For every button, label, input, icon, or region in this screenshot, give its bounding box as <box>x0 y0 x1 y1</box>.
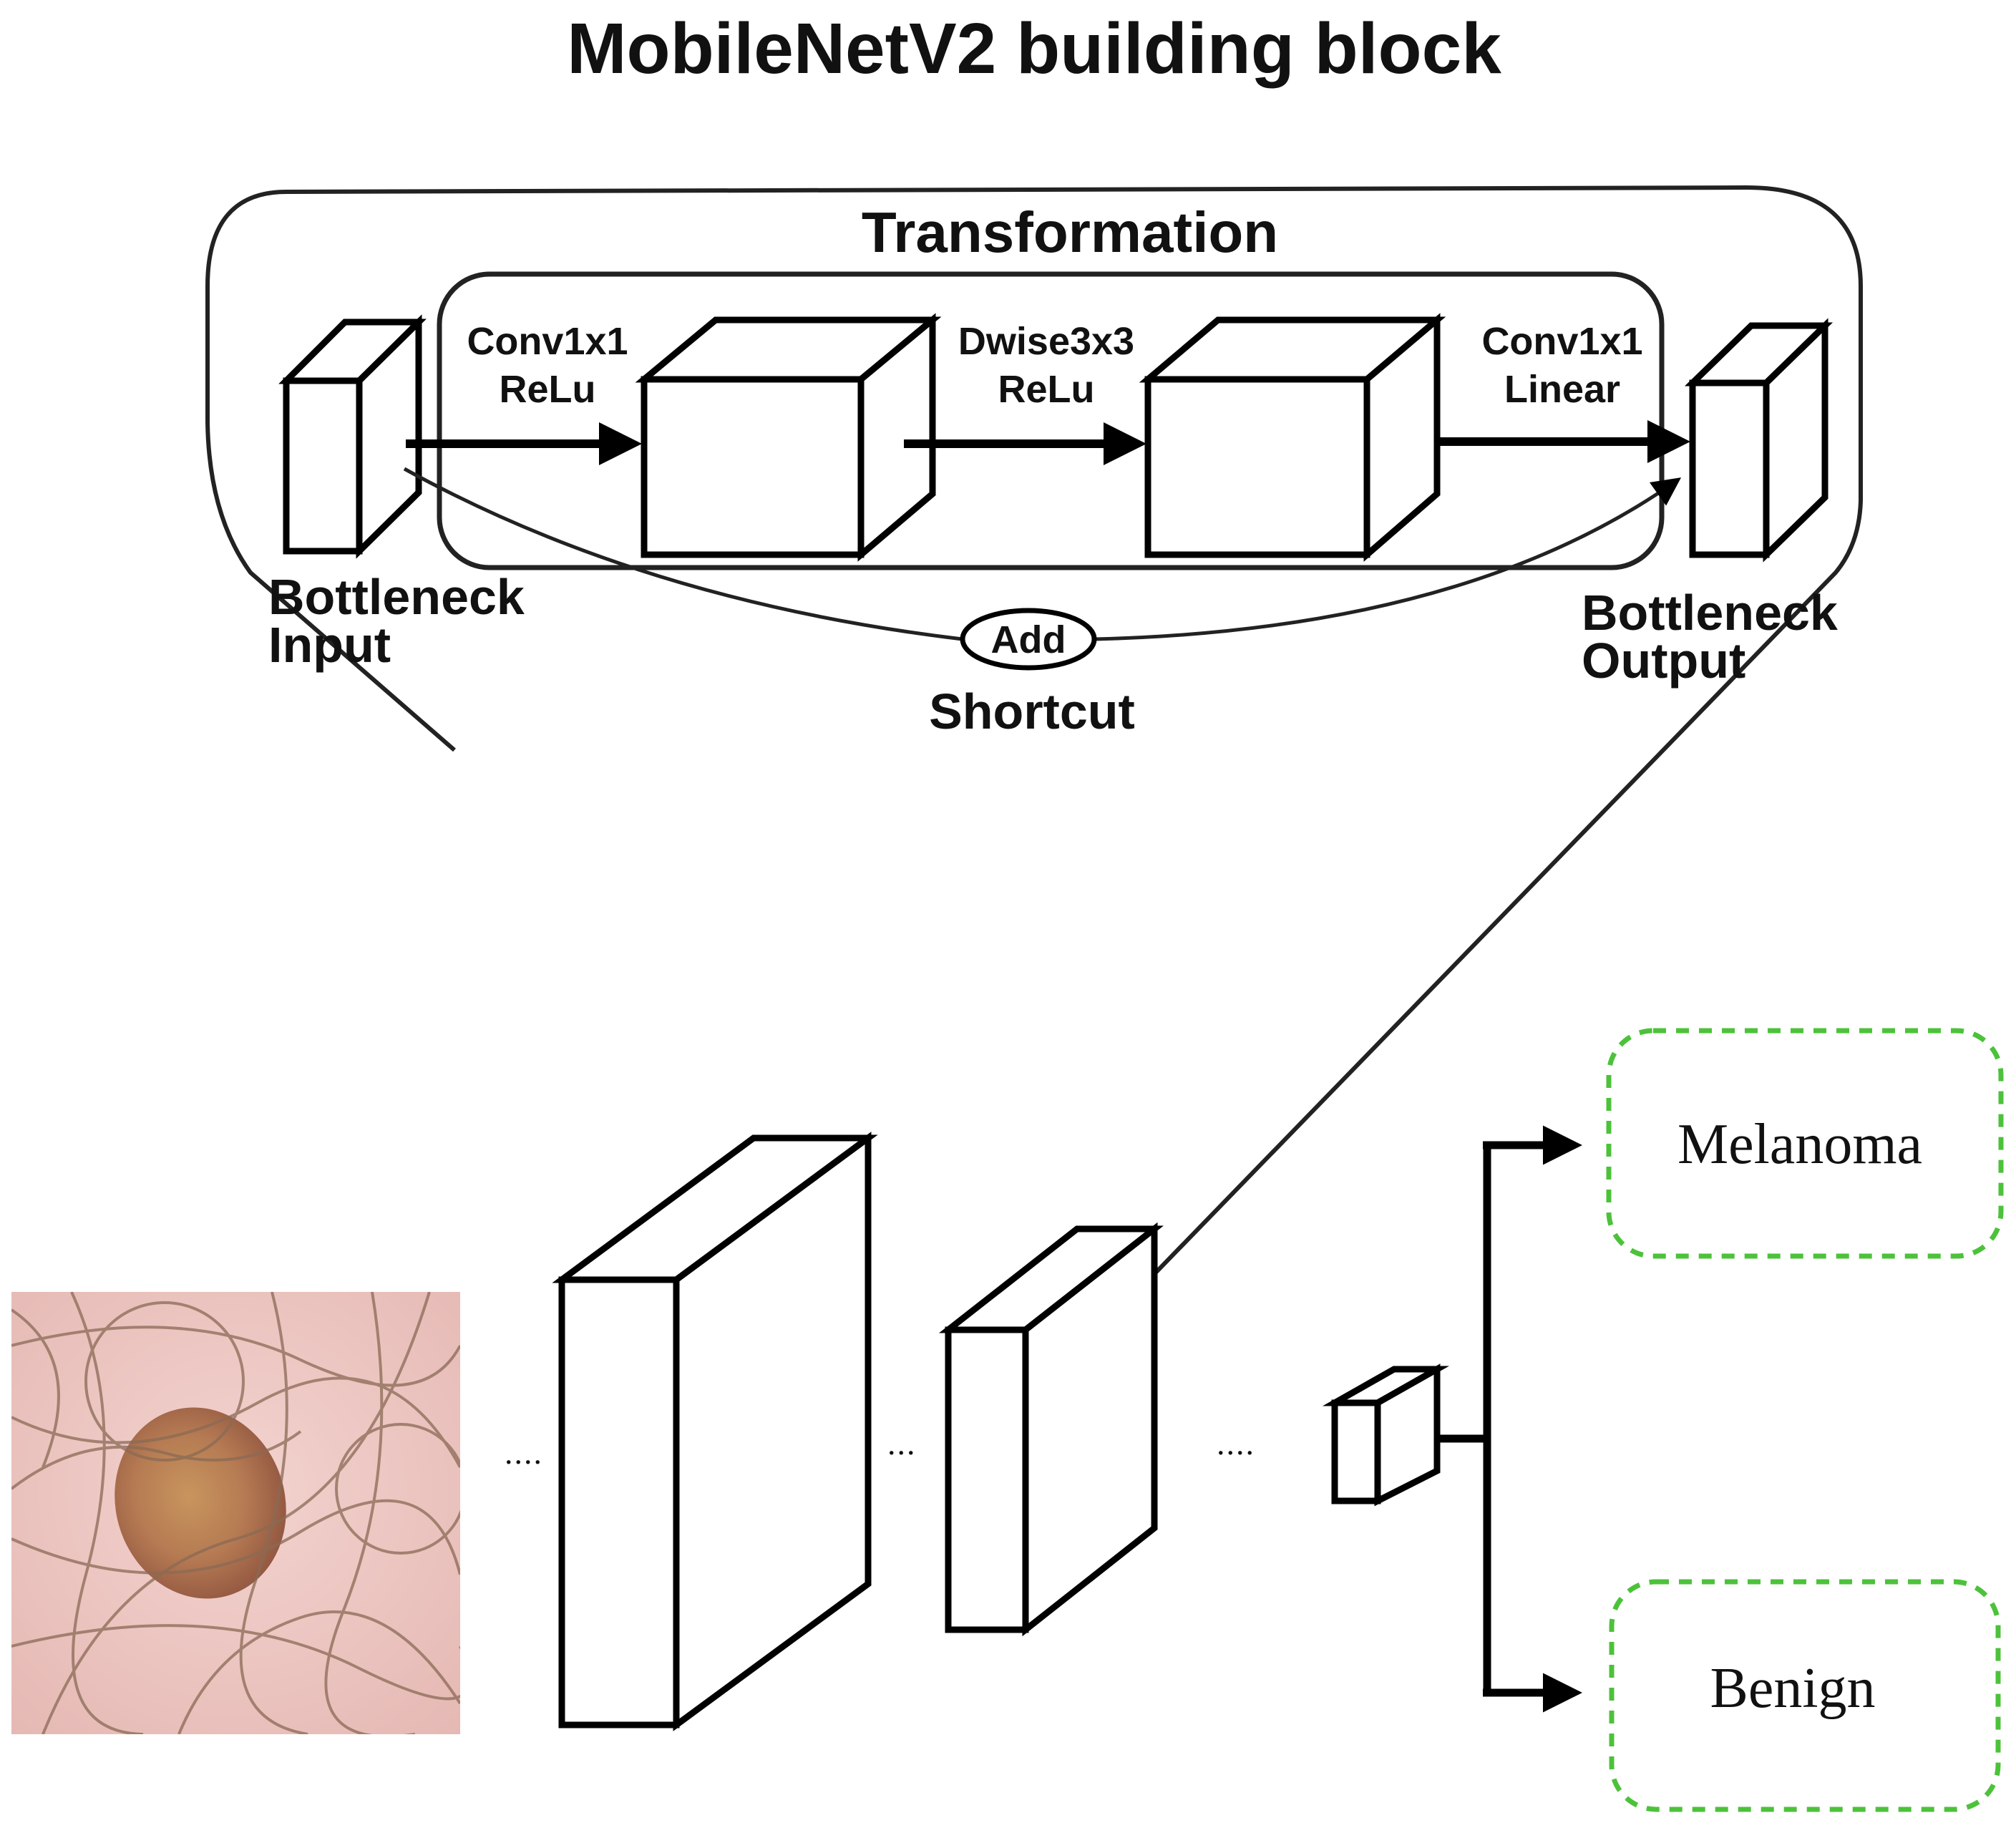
shortcut-path <box>403 469 1678 641</box>
add-label: Add <box>991 618 1066 661</box>
network-cube-small <box>1322 1363 1450 1507</box>
bottleneck-output-label-1: Bottleneck <box>1582 585 1838 641</box>
depthwise-cube <box>1139 313 1446 562</box>
bottleneck-input-label-2: Input <box>268 617 391 673</box>
skin-lesion-photo <box>11 1292 460 1734</box>
benign-class-box <box>1609 1579 2001 1812</box>
bottleneck-output-label-2: Output <box>1582 633 1745 689</box>
step-3-line1: Conv1x1 <box>1481 320 1642 363</box>
bottleneck-output-cube <box>1684 318 1834 563</box>
bottleneck-input-label-1: Bottleneck <box>268 569 525 625</box>
step-1-line2: ReLu <box>500 368 596 411</box>
network-cube-middle <box>938 1222 1164 1637</box>
diagram-title: MobileNetV2 building block <box>567 9 1501 89</box>
network-cube-large <box>552 1132 878 1731</box>
melanoma-class-box <box>1606 1028 2004 1259</box>
step-2-line2: ReLu <box>998 368 1095 411</box>
step-2-line1: Dwise3x3 <box>958 320 1134 363</box>
benign-label: Benign <box>1710 1657 1875 1720</box>
classifier-stem <box>1437 1145 1491 1693</box>
ellipsis-3: .... <box>1217 1425 1255 1462</box>
ellipsis-2: ... <box>887 1425 917 1462</box>
add-node <box>960 608 1097 671</box>
ellipsis-1: .... <box>505 1434 543 1471</box>
shortcut-label: Shortcut <box>929 684 1135 739</box>
bottleneck-input-cube <box>278 314 427 559</box>
melanoma-label: Melanoma <box>1677 1113 1922 1176</box>
step-1-line1: Conv1x1 <box>467 320 628 363</box>
block-zoom-frame <box>205 185 1863 1327</box>
transformation-box <box>437 271 1665 570</box>
transformation-label: Transformation <box>862 200 1278 264</box>
step-3-line2: Linear <box>1504 368 1620 411</box>
expansion-cube <box>635 313 942 562</box>
